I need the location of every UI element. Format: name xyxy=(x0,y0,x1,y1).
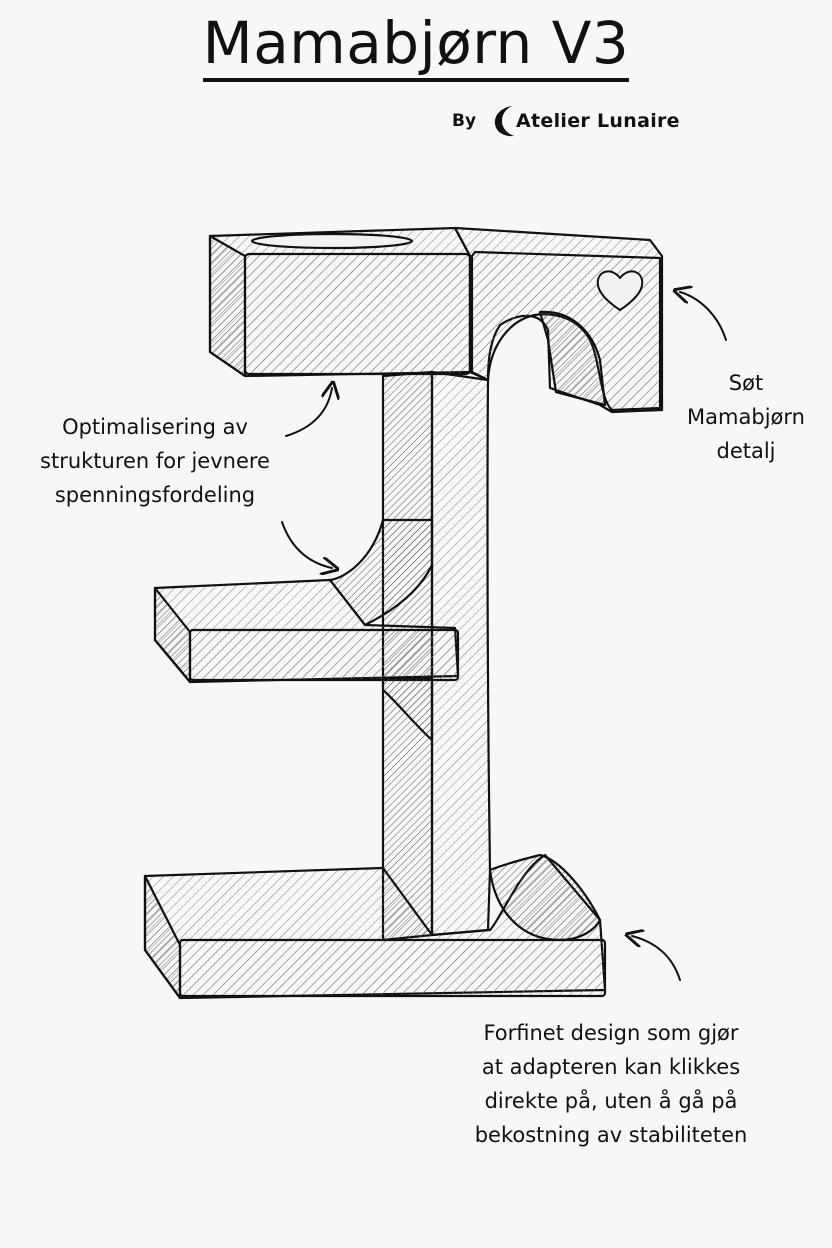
brand-logo: Atelier Lunaire xyxy=(492,104,680,138)
byline: By Atelier Lunaire xyxy=(452,104,680,138)
heart-icon xyxy=(596,270,644,311)
page-title: Mamabjørn V3 xyxy=(0,14,832,82)
annotation-heart-detail: Søt Mamabjørn detalj xyxy=(666,366,826,468)
arrow-left-upper xyxy=(285,388,332,437)
annotation-line: direkte på, uten å gå på xyxy=(484,1089,738,1113)
crescent-moon-icon xyxy=(494,106,515,137)
by-label: By xyxy=(452,111,477,131)
arrow-left-lower xyxy=(281,521,332,568)
annotation-line: strukturen for jevnere xyxy=(40,449,270,473)
annotation-line: Forfinet design som gjør xyxy=(483,1021,739,1045)
annotation-line: bekostning av stabiliteten xyxy=(474,1123,748,1147)
arrow-bottom xyxy=(632,936,681,981)
annotation-clip-design: Forfinet design som gjør at adapteren ka… xyxy=(446,1016,776,1152)
annotation-line: Søt xyxy=(728,371,764,395)
annotation-line: at adapteren kan klikkes xyxy=(481,1055,741,1079)
brand-name: Atelier Lunaire xyxy=(516,110,680,132)
annotation-line: detalj xyxy=(716,439,776,463)
arrow-top-right xyxy=(680,292,727,341)
annotation-line: Mamabjørn xyxy=(687,405,805,429)
annotation-line: spenningsfordeling xyxy=(54,483,256,507)
annotation-line: Optimalisering av xyxy=(62,415,248,439)
stand-body xyxy=(143,226,664,1000)
annotation-structure-optimization: Optimalisering av strukturen for jevnere… xyxy=(10,410,300,512)
